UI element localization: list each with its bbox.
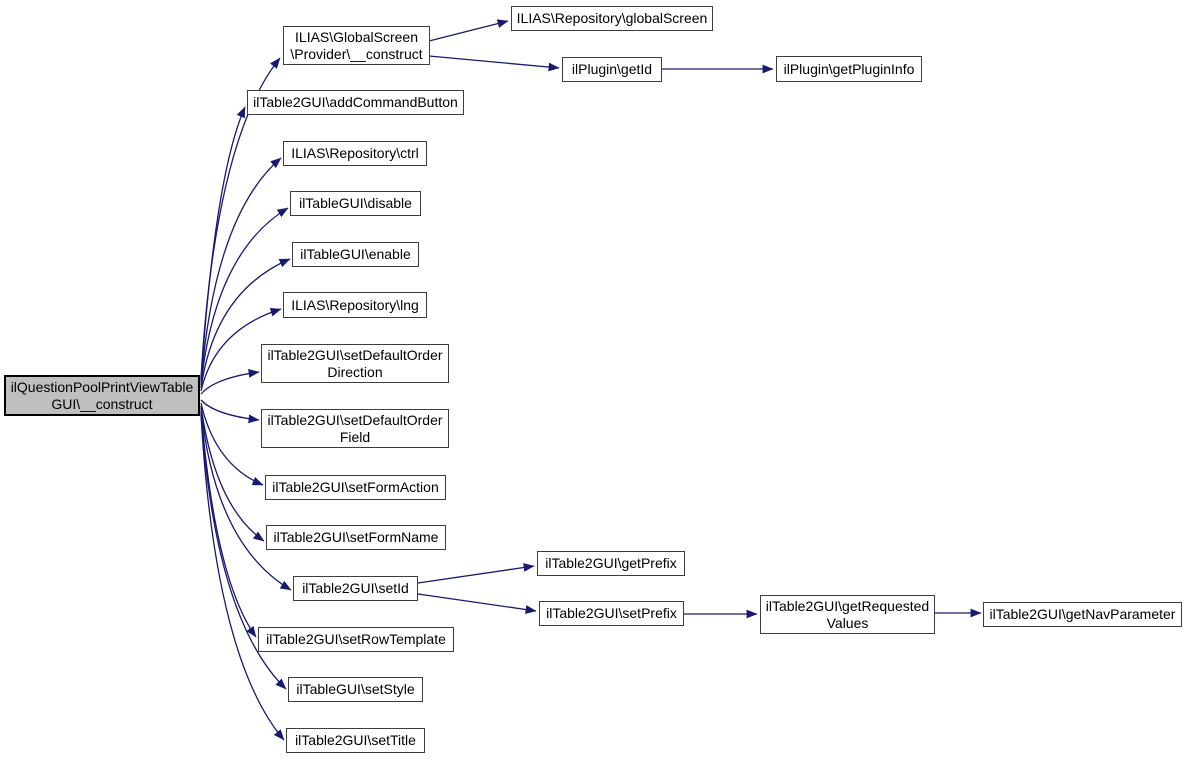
edge-root-to-set-form-name — [200, 405, 265, 542]
node-label: ILIAS\Repository\globalScreen — [516, 10, 708, 26]
edge-root-to-set-title — [200, 414, 285, 741]
node-label: ilTable2GUI\setFormAction — [272, 479, 439, 495]
edge-root-to-set-form-action — [200, 402, 264, 486]
node-label: ilTable2GUI\getPrefix — [545, 555, 677, 571]
node-iltablegui-disable[interactable]: ilTableGUI\disable — [290, 191, 421, 216]
node-iltable2gui-getnavparameter[interactable]: ilTable2GUI\getNavParameter — [983, 602, 1182, 627]
edge-set-id-to-set-prefix — [417, 593, 537, 614]
node-label: ilTable2GUI\setDefaultOrder — [267, 411, 443, 428]
node-ilias-repository-lng[interactable]: ILIAS\Repository\lng — [283, 292, 427, 318]
node-iltable2gui-setdefaultorderdirection[interactable]: ilTable2GUI\setDefaultOrder Direction — [261, 344, 449, 383]
node-ilplugin-getid[interactable]: ilPlugin\getId — [562, 57, 662, 82]
node-label: ilTableGUI\disable — [299, 195, 412, 211]
node-ilias-globalscreen-provider-construct[interactable]: ILIAS\GlobalScreen \Provider\__construct — [283, 26, 430, 65]
node-iltable2gui-getrequestedvalues[interactable]: ilTable2GUI\getRequested Values — [760, 595, 935, 634]
node-label: ilTableGUI\enable — [300, 246, 411, 262]
node-label: ilQuestionPoolPrintViewTable — [10, 378, 194, 395]
node-label: Values — [826, 614, 869, 631]
node-label: ilTable2GUI\setPrefix — [546, 605, 677, 621]
node-label: ilTable2GUI\addCommandButton — [253, 94, 458, 110]
node-label: ilTable2GUI\setFormName — [273, 529, 439, 545]
node-label: ilTable2GUI\setId — [302, 580, 409, 596]
node-iltable2gui-addcommandbutton[interactable]: ilTable2GUI\addCommandButton — [247, 90, 464, 115]
node-label: ilPlugin\getId — [571, 61, 653, 77]
node-iltable2gui-setrowtemplate[interactable]: ilTable2GUI\setRowTemplate — [258, 627, 454, 652]
node-iltable2gui-settitle[interactable]: ilTable2GUI\setTitle — [286, 728, 425, 753]
node-iltable2gui-setid[interactable]: ilTable2GUI\setId — [293, 576, 418, 601]
node-label: ILIAS\Repository\ctrl — [291, 145, 419, 161]
node-label: GUI\__construct — [51, 395, 153, 412]
node-iltablegui-enable[interactable]: ilTableGUI\enable — [292, 242, 419, 267]
node-iltablegui-setstyle[interactable]: ilTableGUI\setStyle — [288, 677, 423, 702]
node-root-ilquestionpoolprintviewtablegui-construct[interactable]: ilQuestionPoolPrintViewTable GUI\__const… — [4, 375, 200, 416]
node-label: ILIAS\Repository\lng — [291, 296, 419, 313]
node-label: ilTableGUI\setStyle — [296, 681, 415, 697]
node-label: ILIAS\GlobalScreen — [295, 28, 418, 45]
node-label: ilTable2GUI\getNavParameter — [989, 606, 1176, 622]
node-label: Field — [339, 428, 371, 445]
edge-provider-construct-to-get-id — [428, 55, 560, 72]
node-label: ilTable2GUI\setTitle — [295, 732, 416, 748]
edge-set-id-to-get-prefix — [417, 563, 535, 584]
node-iltable2gui-setdefaultorderfield[interactable]: ilTable2GUI\setDefaultOrder Field — [261, 409, 449, 448]
node-iltable2gui-setprefix[interactable]: ilTable2GUI\setPrefix — [539, 601, 684, 626]
node-label: ilTable2GUI\setDefaultOrder — [267, 346, 443, 363]
node-ilias-repository-globalscreen[interactable]: ILIAS\Repository\globalScreen — [511, 6, 713, 31]
edge-root-to-add-command-button — [200, 106, 246, 381]
node-label: \Provider\__construct — [290, 45, 423, 62]
node-iltable2gui-getprefix[interactable]: ilTable2GUI\getPrefix — [537, 551, 685, 576]
edge-root-to-set-row-template — [200, 410, 257, 638]
node-ilplugin-getplugininfo[interactable]: ilPlugin\getPluginInfo — [776, 56, 922, 82]
edge-root-to-set-default-order-direction — [200, 369, 260, 395]
node-iltable2gui-setformaction[interactable]: ilTable2GUI\setFormAction — [265, 475, 446, 500]
edge-root-to-set-default-order-field — [200, 399, 260, 424]
node-label: ilTable2GUI\getRequested — [765, 597, 930, 614]
node-iltable2gui-setformname[interactable]: ilTable2GUI\setFormName — [266, 525, 446, 550]
node-ilias-repository-ctrl[interactable]: ILIAS\Repository\ctrl — [283, 141, 427, 166]
node-label: ilTable2GUI\setRowTemplate — [266, 631, 446, 647]
node-label: ilPlugin\getPluginInfo — [783, 60, 915, 77]
node-label: Direction — [327, 363, 383, 380]
edge-provider-construct-to-global-screen — [428, 19, 509, 42]
